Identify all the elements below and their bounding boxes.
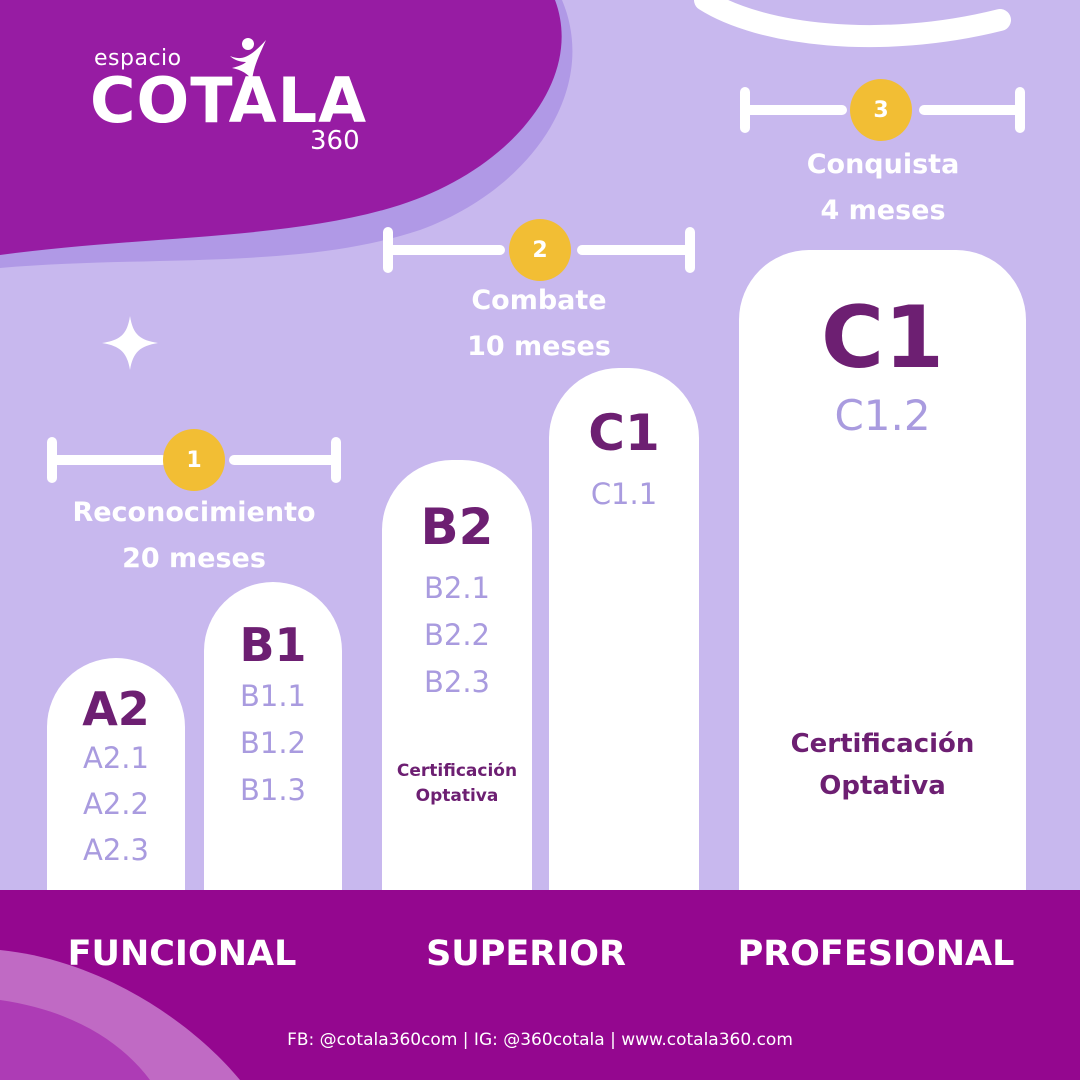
- stage-2-bar: [383, 227, 695, 273]
- top-right-curve: [694, 0, 1011, 48]
- c1-certification-note: Certificación Optativa: [739, 723, 1026, 807]
- sublevel-c1-2: C1.2: [834, 391, 931, 440]
- sublevel-b2-1: B2.1: [423, 571, 490, 605]
- stage-3-title: Conquista 4 meses: [733, 142, 1033, 234]
- stage-1-bar: [47, 437, 341, 483]
- stage-2-title: Combate 10 meses: [389, 278, 689, 370]
- sublevel-b2-3: B2.3: [423, 665, 490, 699]
- stage-1-name: Reconocimiento: [72, 497, 316, 528]
- c1-cert-line-1: Certificación: [790, 729, 975, 759]
- top-left-blob: [0, 0, 562, 255]
- stage-3-badge: 3: [850, 79, 912, 141]
- level-card-b2: B2 B2.1 B2.2 B2.3 Certificación Optativa: [382, 460, 532, 898]
- stage-1-duration: 20 meses: [122, 543, 266, 574]
- stage-1-title: Reconocimiento 20 meses: [44, 490, 344, 582]
- level-card-c1-1: C1 C1.1: [549, 368, 699, 898]
- sublevel-a2-1: A2.1: [83, 741, 149, 775]
- dancer-logo-icon: [230, 38, 266, 96]
- stage-2-duration: 10 meses: [467, 331, 611, 362]
- sublevel-a2-2: A2.2: [83, 787, 149, 821]
- stage-3-duration: 4 meses: [820, 195, 946, 226]
- level-card-c1-2: C1 C1.2 Certificación Optativa: [739, 250, 1026, 898]
- sparkle-icon: [102, 316, 158, 370]
- stage-3-bar: [740, 87, 1025, 133]
- sublevel-b1-1: B1.1: [239, 679, 306, 713]
- stage-2-badge: 2: [509, 219, 571, 281]
- sublevel-c1-1: C1.1: [590, 477, 658, 511]
- category-funcional: FUNCIONAL: [67, 934, 297, 974]
- level-b1-title: B1: [239, 618, 307, 672]
- c1-cert-line-2: Optativa: [819, 771, 946, 801]
- level-a2-title: A2: [82, 682, 150, 736]
- stage-1-badge: 1: [163, 429, 225, 491]
- sublevel-b2-2: B2.2: [423, 618, 490, 652]
- sublevel-a2-3: A2.3: [83, 833, 149, 867]
- level-b2-title: B2: [420, 498, 494, 556]
- band-corner-curve: [0, 950, 240, 1080]
- level-card-a2: A2 A2.1 A2.2 A2.3: [47, 658, 185, 898]
- b2-cert-line-2: Optativa: [415, 786, 499, 806]
- social-footer: FB: @cotala360com | IG: @360cotala | www…: [287, 1030, 793, 1050]
- level-card-b1: B1 B1.1 B1.2 B1.3: [204, 582, 342, 898]
- logo-cotala: COTALA: [90, 64, 368, 137]
- stage-3-name: Conquista: [806, 149, 960, 180]
- b2-certification-note: Certificación Optativa: [382, 759, 532, 809]
- logo-espacio: espacio: [94, 46, 182, 71]
- sublevel-b1-2: B1.2: [239, 726, 306, 760]
- sublevel-b1-3: B1.3: [239, 773, 306, 807]
- level-c1-title: C1: [588, 404, 660, 462]
- category-superior: SUPERIOR: [426, 934, 626, 974]
- level-c1-big-title: C1: [821, 288, 944, 388]
- stage-2-name: Combate: [471, 285, 607, 316]
- category-profesional: PROFESIONAL: [737, 934, 1015, 974]
- logo-360: 360: [310, 126, 360, 156]
- b2-cert-line-1: Certificación: [396, 761, 518, 781]
